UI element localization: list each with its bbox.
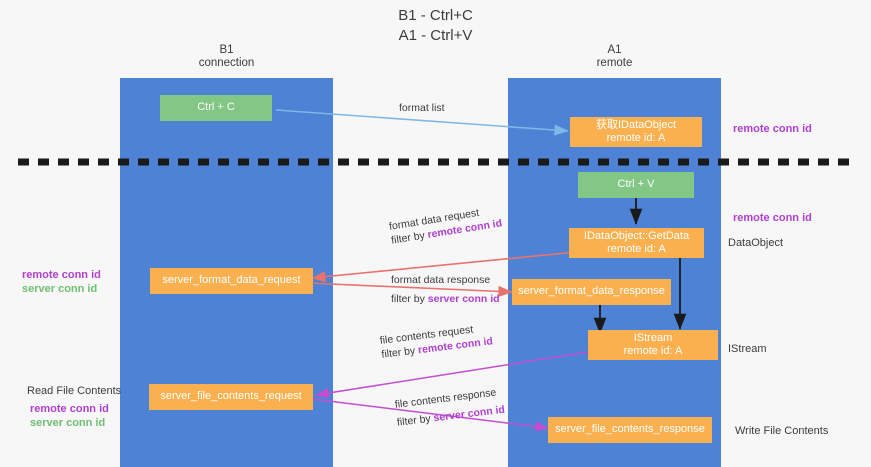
node-server-file-contents-response-label: server_file_contents_response: [555, 423, 705, 436]
annotation-right-write-file-contents: Write File Contents: [735, 425, 829, 437]
title-line-2: A1 - Ctrl+V: [398, 27, 473, 44]
lane-header-a1-role: remote: [596, 57, 633, 69]
annotation-left-server-conn-id-2: server conn id: [30, 417, 106, 429]
node-idataobject-getdata-line1: IDataObject::GetData: [583, 229, 690, 242]
node-istream-line2: remote id: A: [623, 345, 683, 357]
lane-header-b1: B1 connection: [120, 44, 333, 70]
node-istream-line1: IStream: [633, 331, 673, 344]
title-line-1: B1 - Ctrl+C: [398, 7, 473, 24]
filter-prefix: filter by: [380, 344, 419, 361]
annotation-right-dataobject: DataObject: [728, 237, 784, 249]
node-server-format-data-response[interactable]: server_format_data_response: [512, 279, 671, 305]
edge-label-file-contents-response: file contents response filter by server …: [394, 385, 506, 430]
node-server-file-contents-request[interactable]: server_file_contents_request: [149, 384, 313, 410]
node-get-idataobject-line2: remote id: A: [606, 132, 666, 144]
filter-key-server-conn-id: server conn id: [432, 403, 506, 425]
node-idataobject-getdata-line2: remote id: A: [607, 243, 666, 255]
lane-header-b1-role: connection: [198, 57, 255, 69]
node-ctrl-v-line1: Ctrl + V: [617, 178, 655, 191]
node-server-file-contents-response[interactable]: server_file_contents_response: [548, 417, 712, 443]
annotation-right-istream: IStream: [728, 343, 767, 355]
lane-header-a1: A1 remote: [508, 44, 721, 70]
edge-label-file-contents-request: file contents request filter by remote c…: [379, 320, 494, 361]
edge-label-format-data-response-filter: filter by server conn id: [391, 292, 500, 306]
edge-label-format-list-text: format list: [399, 102, 445, 114]
edge-label-format-list: format list: [399, 101, 445, 115]
node-ctrl-c[interactable]: Ctrl + C: [160, 95, 272, 121]
filter-key-server-conn-id: server conn id: [427, 293, 500, 305]
page-title: B1 - Ctrl+C A1 - Ctrl+V: [0, 6, 871, 46]
edge-label-format-data-response-text: format data response: [391, 274, 491, 286]
annotation-right-remote-conn-id-top: remote conn id: [733, 123, 812, 135]
node-idataobject-getdata[interactable]: IDataObject::GetData remote id: A: [569, 228, 704, 258]
node-get-idataobject-line1: 获取IDataObject: [595, 118, 677, 131]
annotation-left-server-conn-id-1: server conn id: [22, 283, 98, 295]
node-server-format-data-request[interactable]: server_format_data_request: [150, 268, 313, 294]
edge-label-format-data-request: format data request filter by remote con…: [388, 202, 503, 247]
node-get-idataobject[interactable]: 获取IDataObject remote id: A: [570, 117, 702, 147]
filter-prefix: filter by: [396, 412, 435, 429]
lane-header-a1-name: A1: [607, 44, 622, 56]
annotation-left-read-file-contents: Read File Contents: [27, 385, 122, 397]
node-server-format-data-response-label: server_format_data_response: [518, 285, 665, 298]
annotation-right-remote-conn-id-mid: remote conn id: [733, 212, 812, 224]
node-istream[interactable]: IStream remote id: A: [588, 330, 718, 360]
node-ctrl-v[interactable]: Ctrl + V: [578, 172, 694, 198]
node-server-format-data-request-label: server_format_data_request: [162, 274, 301, 287]
annotation-left-remote-conn-id-1: remote conn id: [22, 269, 101, 281]
filter-prefix: filter by: [391, 293, 428, 305]
edge-label-format-data-response: format data response filter by server co…: [391, 273, 500, 306]
node-server-file-contents-request-label: server_file_contents_request: [160, 390, 302, 403]
lane-header-b1-name: B1: [219, 44, 234, 56]
node-ctrl-c-line1: Ctrl + C: [197, 101, 235, 114]
annotation-left-remote-conn-id-2: remote conn id: [30, 403, 109, 415]
